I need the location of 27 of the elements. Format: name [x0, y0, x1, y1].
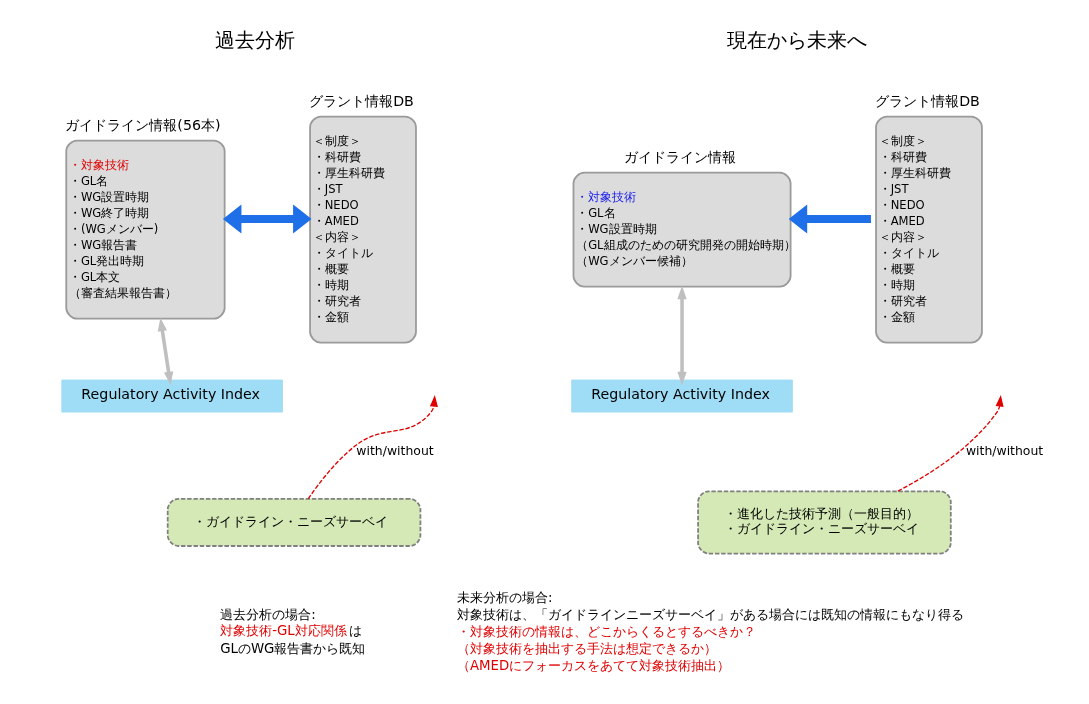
label: 対象技術は、「ガイドラインニーズサーベイ」がある場合には既知の情報にもなり得る — [456, 606, 964, 622]
arrow — [788, 204, 871, 234]
arrow — [896, 395, 1004, 492]
node-box: Regulatory Activity Index — [60, 379, 283, 413]
label: ・対象技術の情報は、どこからくるとするべきか？ — [456, 623, 756, 639]
label: 現在から未来へ — [726, 28, 867, 52]
label: 対象技術-GL対応関係 — [219, 622, 347, 638]
edge-label: with/without — [355, 442, 434, 458]
node-label: グラント情報DB — [308, 92, 414, 109]
node-box: ・進化した技術予測（一般目的） ・ガイドライン・ニーズサーベイ — [696, 490, 952, 555]
node-label: ガイドライン情報 — [623, 148, 736, 165]
label: （AMEDにフォーカスをあてて対象技術抽出） — [456, 657, 730, 673]
arrow — [676, 285, 687, 386]
edge-label: with/without — [965, 442, 1043, 458]
arrow — [222, 204, 312, 234]
label: は — [348, 622, 362, 638]
label: 未来分析の場合: — [456, 590, 552, 606]
label: GLのWG報告書から既知 — [219, 640, 365, 656]
node-label: ガイドライン情報(56本) — [64, 116, 221, 133]
label: 過去分析 — [214, 28, 295, 52]
label: （対象技術を抽出する手法は想定できるか） — [456, 640, 717, 656]
node-label: グラント情報DB — [874, 92, 980, 109]
node-box: ・ガイドライン・ニーズサーベイ — [166, 497, 421, 547]
arrow — [157, 317, 173, 386]
node-box: Regulatory Activity Index — [570, 379, 793, 413]
label: 過去分析の場合: — [219, 606, 316, 622]
arrow — [307, 395, 438, 500]
